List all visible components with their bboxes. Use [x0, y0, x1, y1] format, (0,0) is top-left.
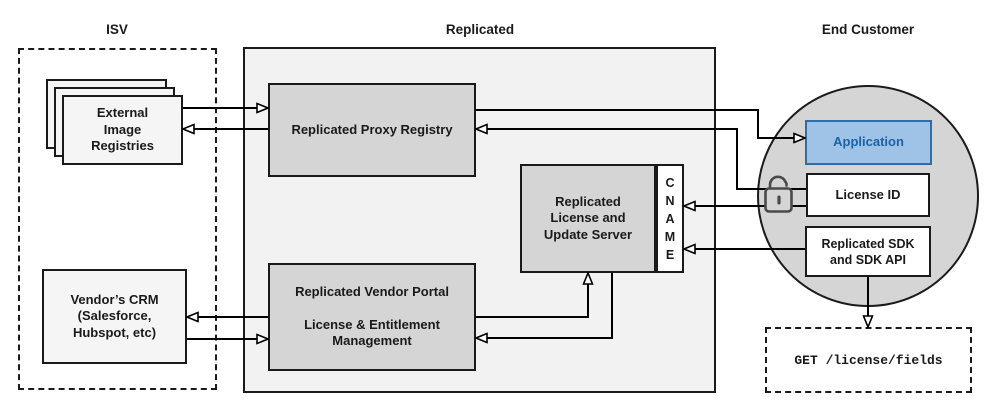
vendor-portal-node: Replicated Vendor Portal License & Entit…: [268, 263, 476, 371]
replicated-sdk-node: Replicated SDK and SDK API: [805, 226, 931, 277]
application-node: Application: [805, 120, 932, 165]
vendor-crm-node: Vendor’s CRM (Salesforce, Hubspot, etc): [42, 269, 187, 364]
license-id-node: License ID: [806, 173, 930, 217]
replicated-section-title: Replicated: [445, 22, 515, 37]
server-label-line3: Update Server: [543, 226, 633, 242]
sdk-label-line2: and SDK API: [830, 252, 906, 267]
proxy-registry-label: Replicated Proxy Registry: [291, 121, 453, 137]
external-image-registries-node: External Image Registries: [62, 95, 183, 165]
application-label: Application: [833, 134, 904, 150]
crm-label-line1: Vendor’s CRM: [70, 291, 159, 307]
replicated-proxy-registry-node: Replicated Proxy Registry: [268, 83, 476, 177]
crm-label-line3: Hubspot, etc): [72, 324, 157, 340]
license-id-label: License ID: [835, 186, 901, 202]
portal-subtitle-line2: Management: [332, 333, 412, 349]
sdk-label-line1: Replicated SDK: [821, 236, 915, 251]
cname-strip: C N A M E: [656, 164, 684, 273]
cname-letter-a: A: [665, 211, 675, 226]
cname-letter-c: C: [665, 175, 675, 190]
crm-label-line2: (Salesforce,: [77, 308, 152, 324]
cname-letter-m: M: [664, 229, 676, 244]
get-license-fields-label: GET /license/fields: [794, 352, 943, 368]
server-label-line2: License and: [550, 210, 626, 226]
license-update-server-node: Replicated License and Update Server: [520, 164, 656, 273]
portal-title: Replicated Vendor Portal: [295, 284, 449, 300]
get-license-fields-box: GET /license/fields: [765, 327, 972, 393]
server-label-line1: Replicated: [555, 193, 621, 209]
end-customer-section-title: End Customer: [821, 22, 915, 37]
portal-subtitle-line1: License & Entitlement: [304, 316, 440, 332]
cname-letter-e: E: [665, 247, 675, 262]
registries-label-line2: Image: [103, 121, 142, 137]
cname-letter-n: N: [665, 193, 675, 208]
isv-section-title: ISV: [106, 22, 128, 37]
registries-label-line3: Registries: [91, 138, 154, 154]
registries-label-line1: External: [96, 105, 149, 121]
